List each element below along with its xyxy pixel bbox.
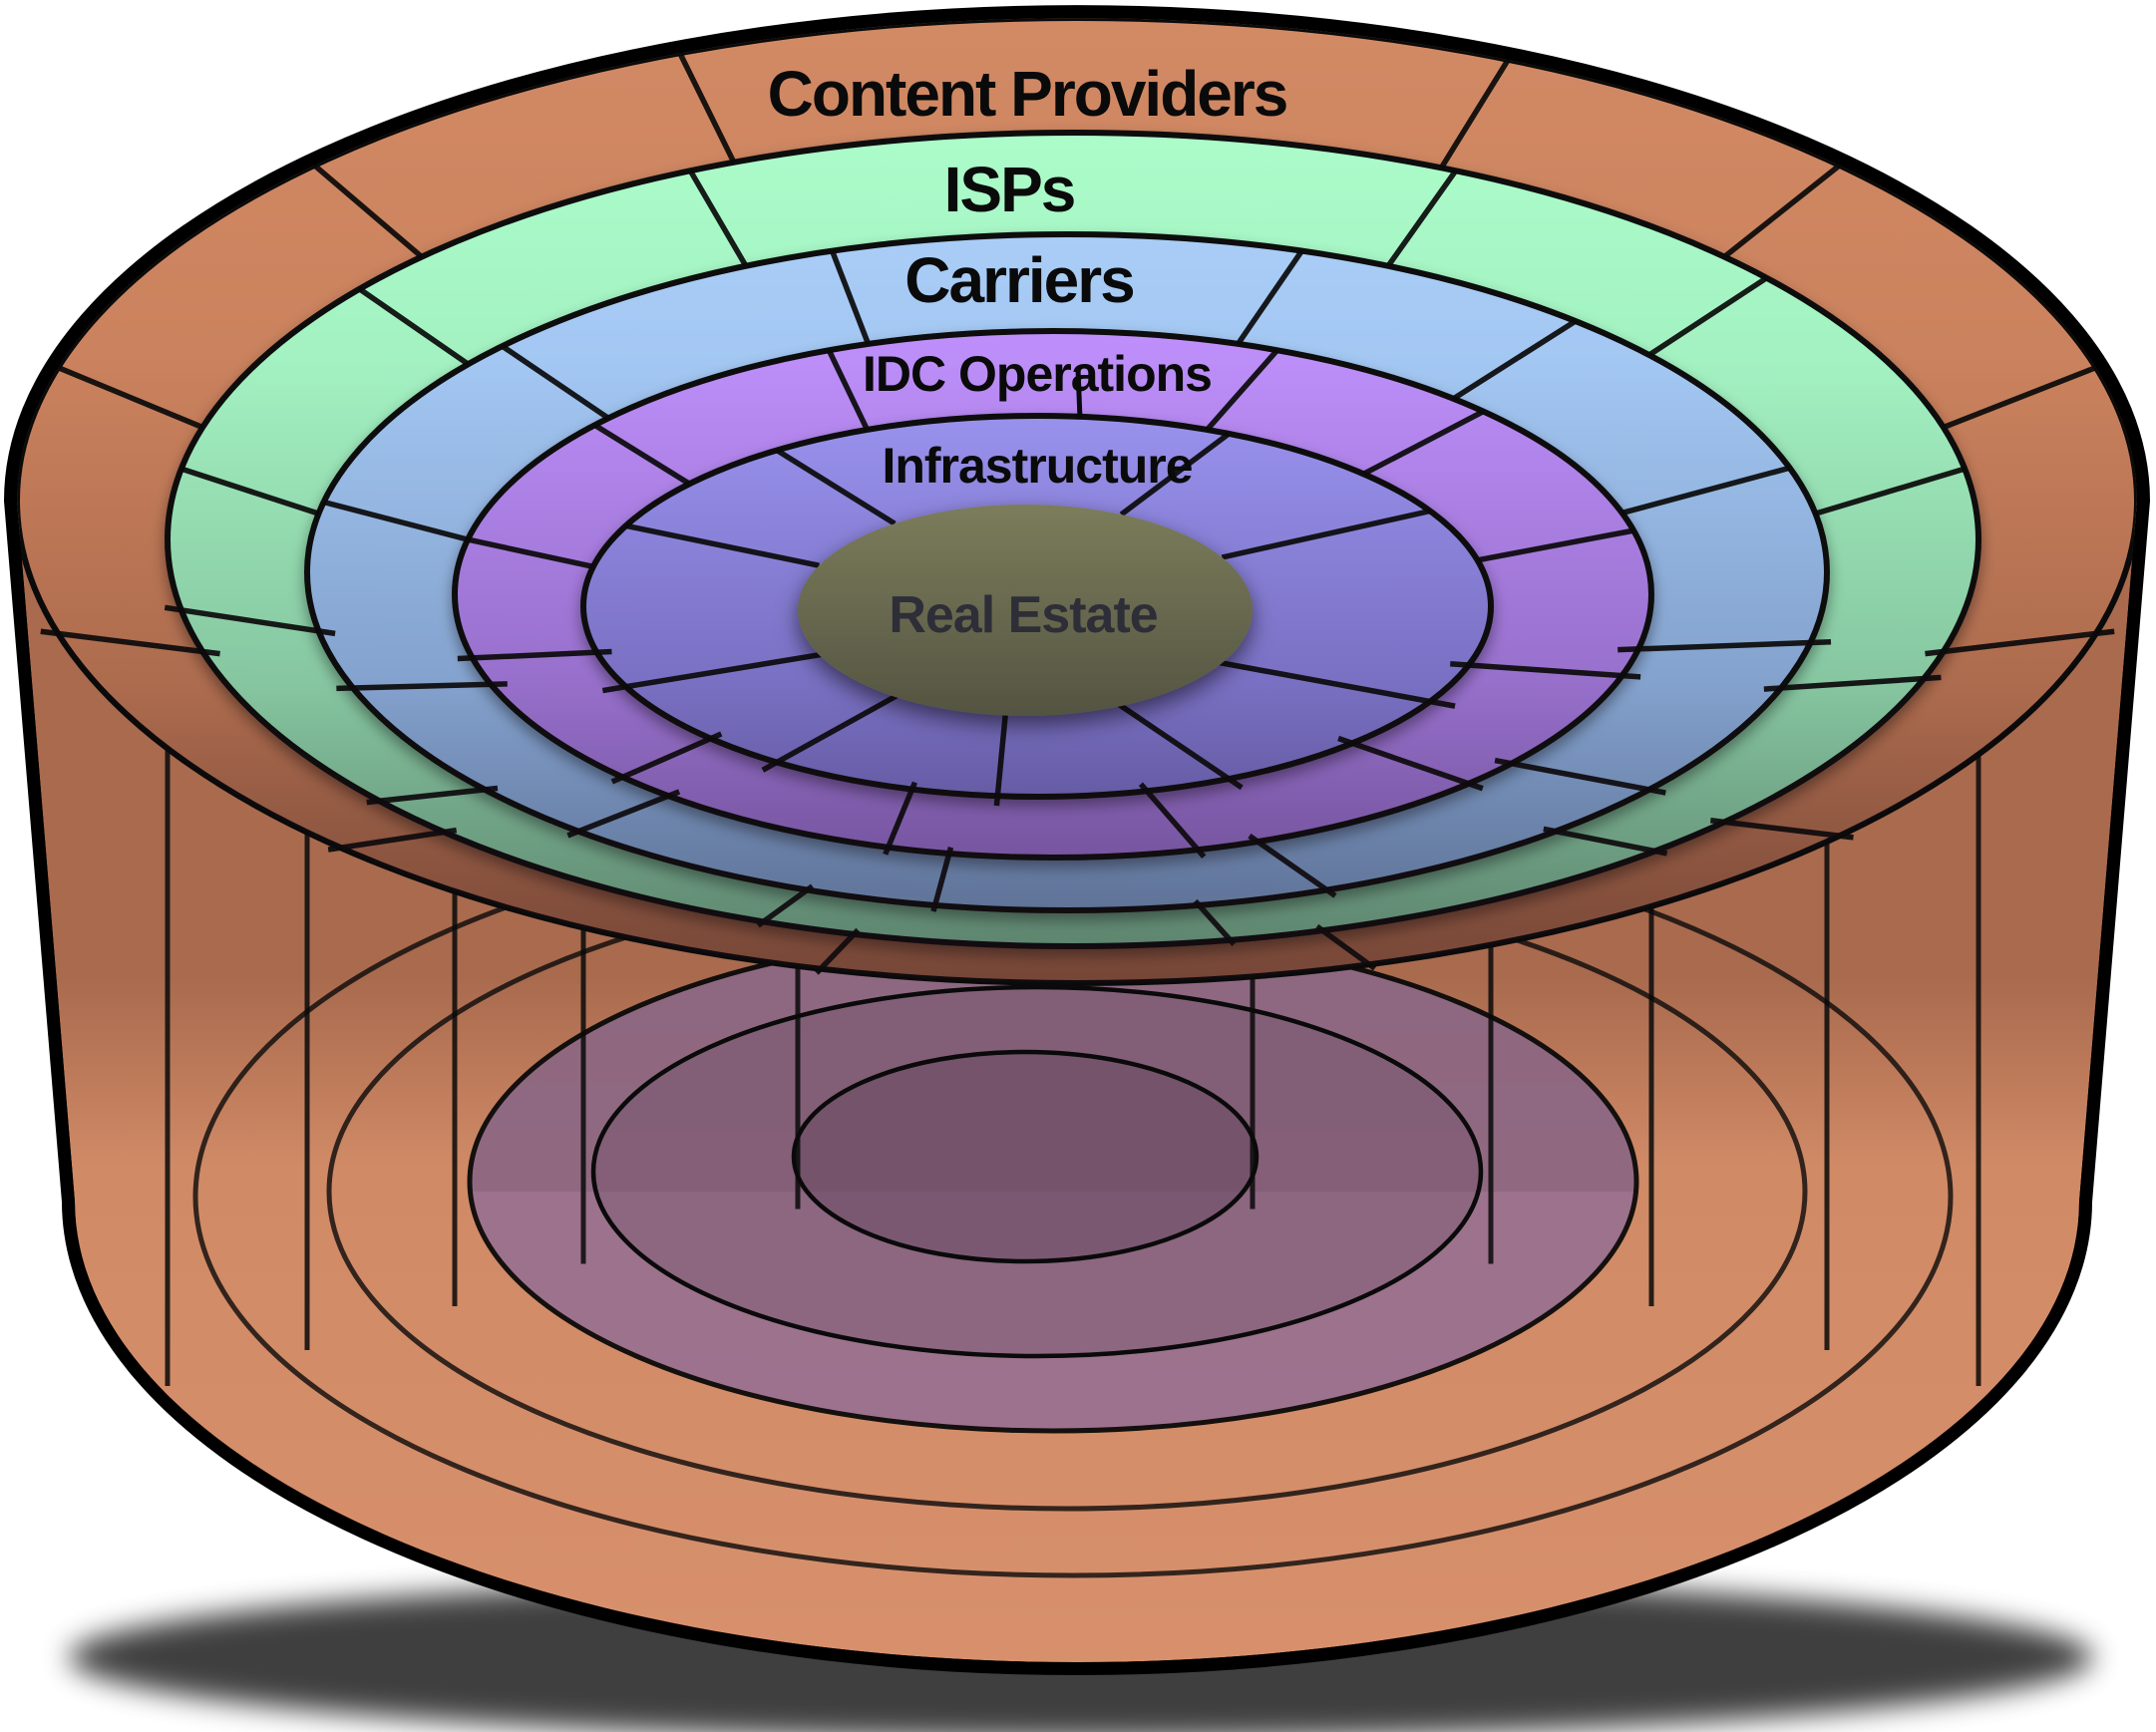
inner-cylinders	[165, 539, 1981, 1578]
top-face-rings	[17, 18, 2137, 986]
cake-body	[17, 18, 2137, 1662]
label-infrastructure: Infrastructure	[882, 438, 1192, 494]
label-idc-operations: IDC Operations	[863, 346, 1212, 402]
label-content-providers: Content Providers	[768, 58, 1287, 130]
bottom-rim	[791, 1049, 1259, 1264]
layer-labels: Content Providers ISPs Carriers IDC Oper…	[768, 58, 1289, 644]
label-isps: ISPs	[944, 154, 1075, 225]
label-carriers: Carriers	[904, 244, 1134, 316]
bottom-rim	[590, 984, 1484, 1359]
label-real-estate: Real Estate	[889, 586, 1157, 644]
face-shading	[17, 18, 2137, 983]
